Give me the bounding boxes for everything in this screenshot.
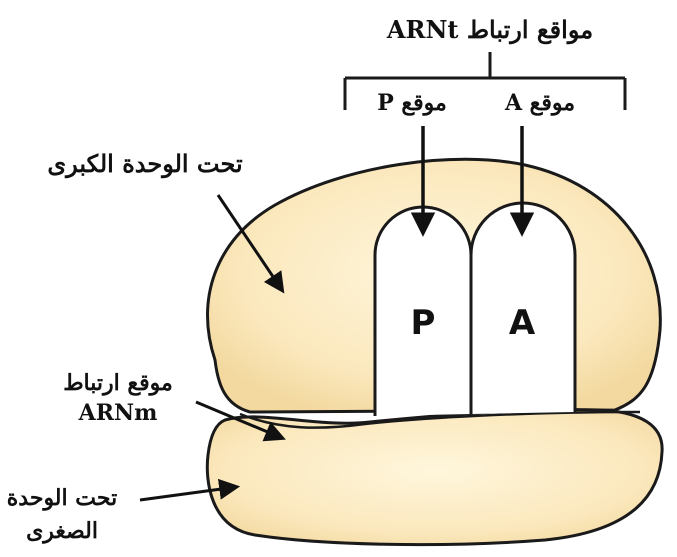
site-p-letter: P (411, 303, 436, 343)
trna-binding-sites-title: مواقع ارتباط ARNt (386, 15, 593, 45)
small-subunit-label-line2: الصغرى (26, 518, 98, 544)
small-subunit-label-line1: تحت الوحدة (7, 485, 117, 511)
site-a-letter: A (509, 303, 536, 343)
site-a-label: موقع A (504, 90, 575, 116)
large-subunit-label: تحت الوحدة الكبرى (47, 149, 243, 179)
site-p-label: موقع P (377, 90, 447, 116)
small-subunit-shape (207, 410, 662, 545)
mrna-binding-site-label-line1: موقع ارتباط (63, 370, 173, 396)
mrna-binding-site-label-line2: ARNm (78, 400, 158, 426)
